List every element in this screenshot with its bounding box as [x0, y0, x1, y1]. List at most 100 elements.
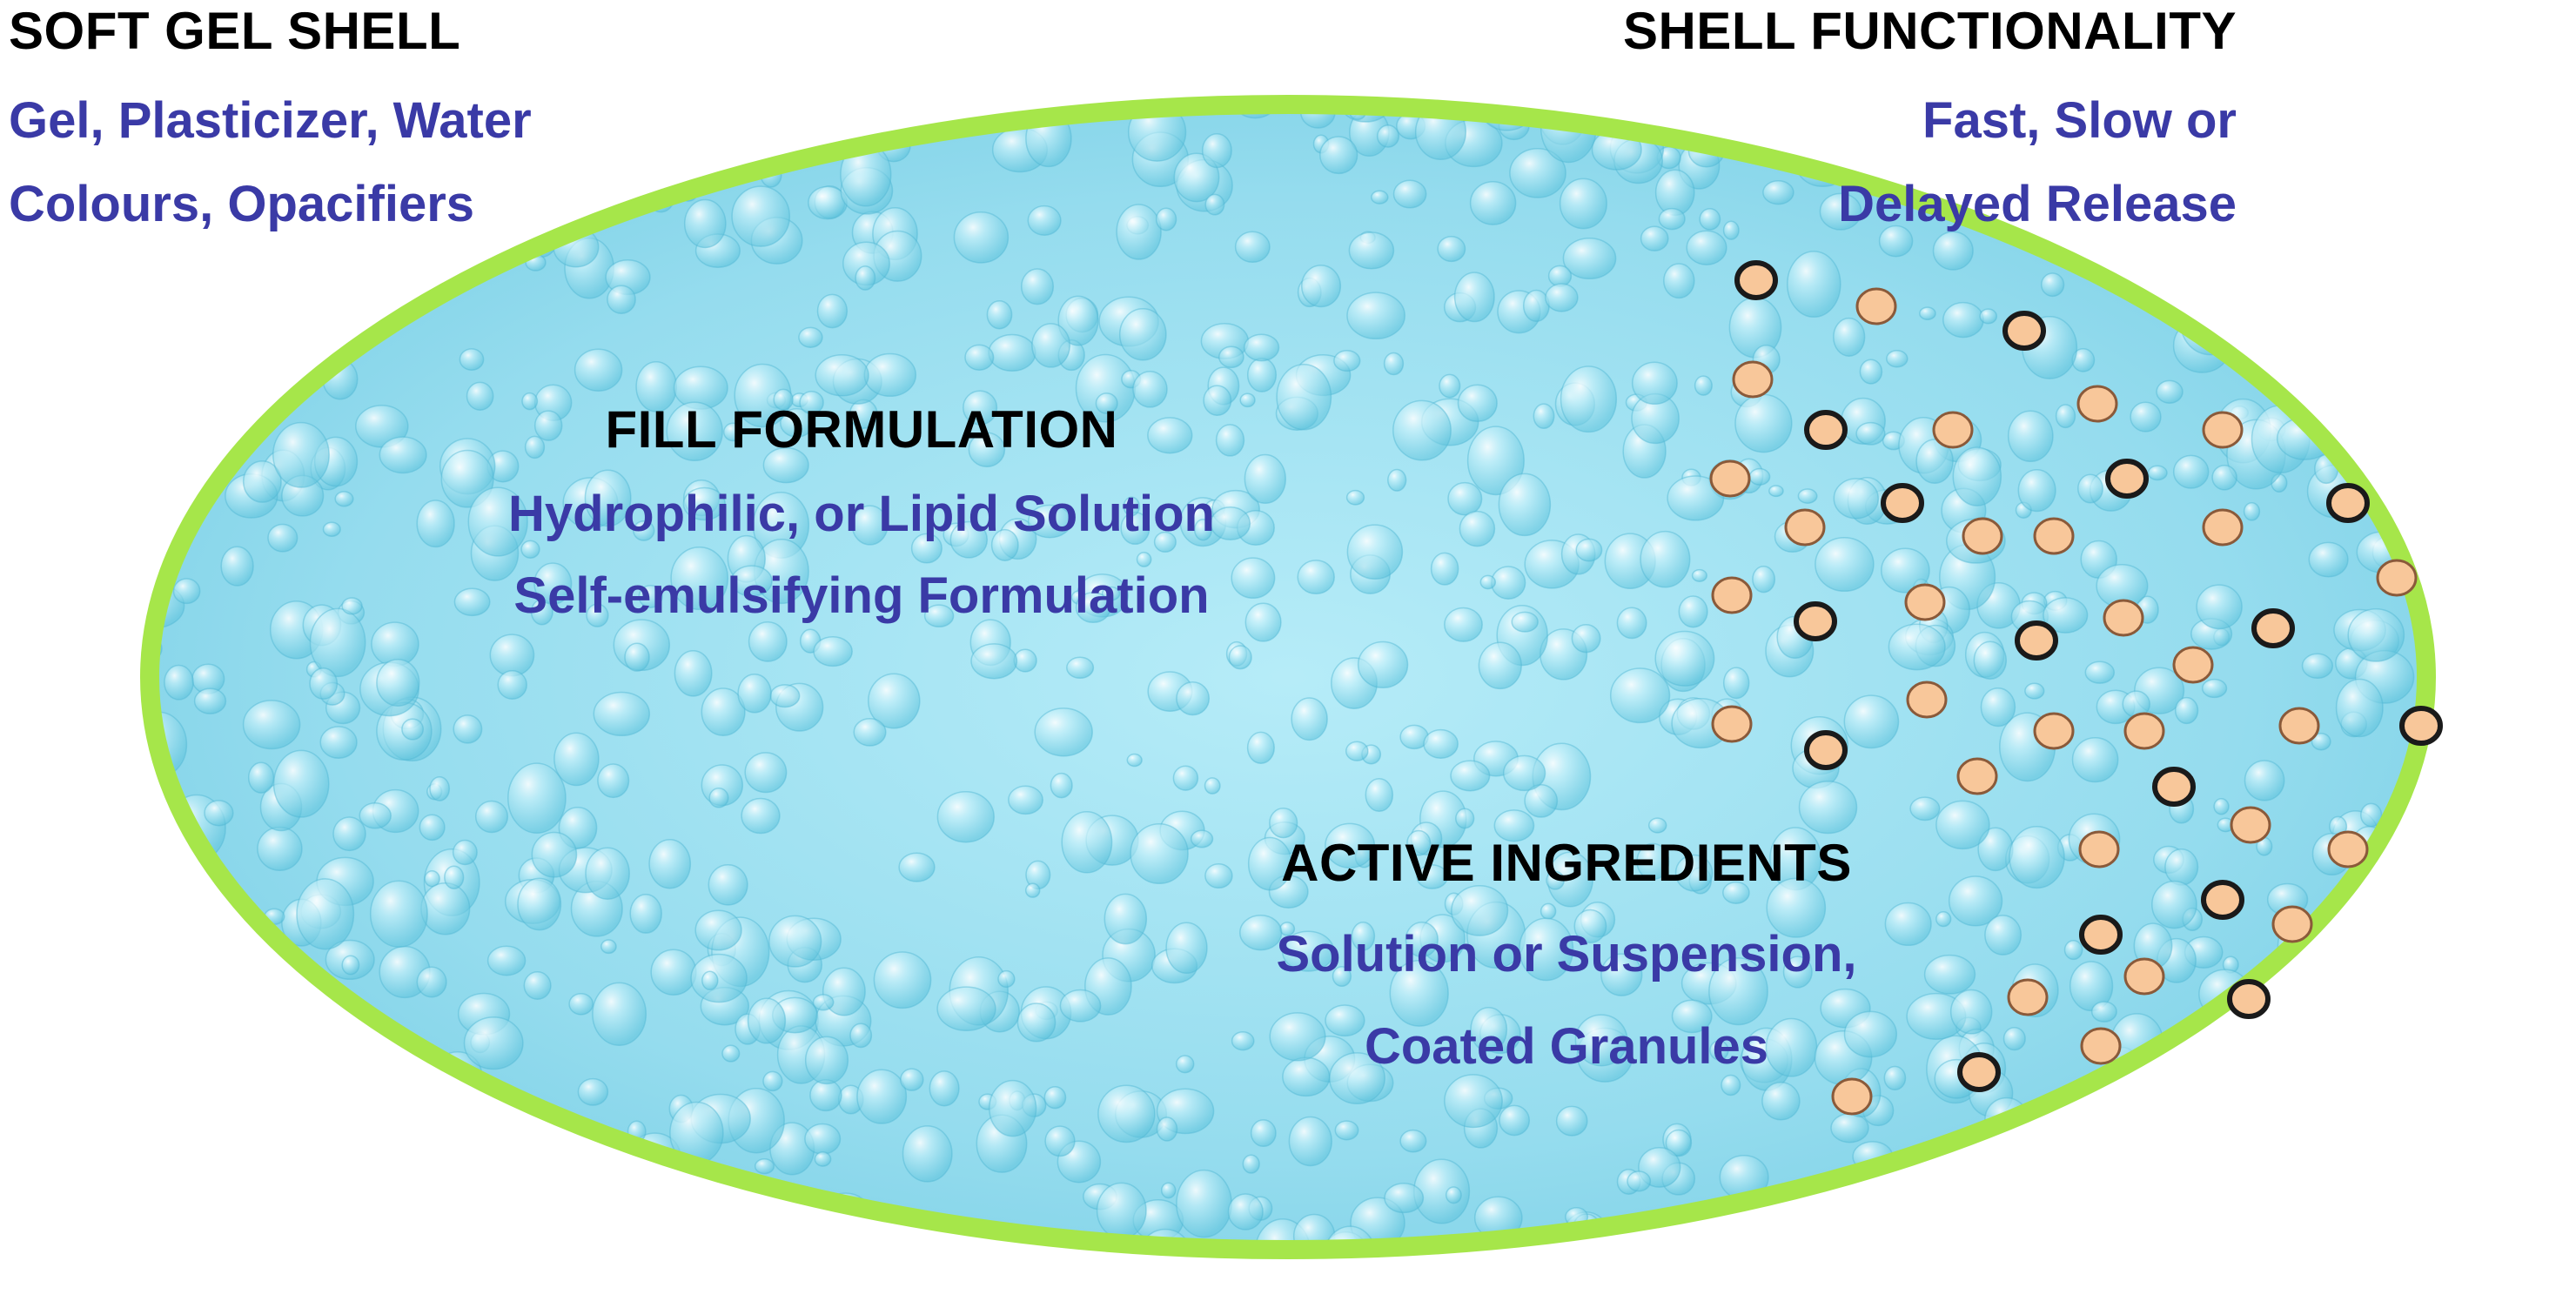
water-droplet — [175, 398, 204, 432]
water-droplet — [1980, 687, 2016, 728]
water-droplet — [910, 533, 943, 564]
water-droplet — [2383, 1200, 2426, 1244]
water-droplet — [701, 970, 719, 991]
water-droplet — [855, 265, 876, 291]
water-droplet — [359, 802, 392, 829]
water-droplet — [242, 700, 301, 750]
water-droplet — [1384, 1183, 1425, 1214]
water-droplet — [533, 410, 563, 441]
water-droplet — [150, 521, 170, 549]
water-droplet — [1392, 179, 1427, 209]
water-droplet — [2311, 732, 2331, 751]
water-droplet — [1545, 283, 1579, 312]
water-droplet — [2196, 584, 2243, 630]
water-droplet — [2224, 1017, 2269, 1051]
water-droplet — [1175, 1055, 1195, 1074]
water-droplet — [1325, 1004, 1365, 1037]
water-droplet — [2260, 1068, 2309, 1107]
water-droplet — [1096, 1182, 1147, 1239]
water-droplet — [849, 1023, 873, 1049]
shell-functionality-line-1: Fast, Slow or — [1922, 92, 2237, 149]
water-droplet — [170, 1073, 225, 1127]
water-droplet — [2071, 736, 2119, 783]
water-droplet — [1457, 384, 1498, 423]
water-droplet — [1334, 1120, 1359, 1141]
water-droplet — [225, 1008, 248, 1025]
water-droplet — [1935, 910, 1952, 928]
water-droplet — [341, 597, 363, 615]
granule — [2103, 599, 2144, 637]
water-droplet — [1269, 1012, 1326, 1062]
water-droplet — [1732, 1222, 1753, 1247]
water-droplet — [1762, 1226, 1814, 1250]
water-droplet — [1973, 640, 2008, 681]
water-droplet — [1288, 1116, 1332, 1167]
water-droplet — [1193, 519, 1213, 541]
water-droplet — [754, 1158, 775, 1175]
water-droplet — [1439, 373, 1461, 399]
water-droplet — [1155, 207, 1177, 231]
water-droplet — [568, 992, 594, 1016]
water-droplet — [2281, 996, 2300, 1016]
water-droplet — [597, 763, 630, 799]
water-droplet — [1059, 989, 1102, 1023]
water-droplet — [1708, 957, 1768, 1026]
active-ingredients-line-2: Coated Granules — [1364, 1018, 1769, 1075]
water-droplet — [1855, 421, 1886, 446]
water-droplet — [1165, 922, 1208, 975]
water-droplet — [1935, 800, 1990, 850]
water-droplet — [489, 1193, 522, 1232]
water-droplet — [2314, 1170, 2360, 1213]
water-droplet — [1156, 1117, 1178, 1142]
water-droplet — [2365, 339, 2408, 375]
water-droplet — [208, 1156, 228, 1173]
fill-formulation-line-2: Self-emulsifying Formulation — [513, 567, 1210, 624]
water-droplet — [670, 547, 729, 611]
water-droplet — [1709, 1040, 1729, 1061]
water-droplet — [1389, 959, 1449, 1027]
granule — [2271, 905, 2313, 943]
water-droplet — [694, 909, 742, 951]
water-droplet — [1453, 272, 1495, 323]
soft-gel-shell-label: SOFT GEL SHELL Gel, Plasticizer, Water C… — [9, 5, 532, 263]
water-droplet — [812, 994, 835, 1011]
water-droplet — [851, 505, 889, 546]
water-droplet — [319, 726, 358, 760]
water-droplet — [369, 880, 428, 948]
water-droplet — [638, 585, 663, 608]
water-droplet — [585, 847, 630, 900]
water-droplet — [1176, 1169, 1232, 1238]
water-droplet — [1172, 765, 1199, 791]
water-droplet — [1332, 965, 1352, 988]
water-droplet — [2090, 1001, 2117, 1023]
water-droplet — [355, 405, 409, 448]
water-droplet — [600, 1180, 641, 1217]
water-droplet — [545, 1235, 585, 1250]
water-droplet — [1097, 1084, 1156, 1143]
fill-formulation-label: FILL FORMULATION Hydrophilic, or Lipid S… — [457, 404, 1266, 653]
water-droplet — [1455, 808, 1475, 829]
granule — [2227, 979, 2271, 1019]
water-droplet — [521, 392, 539, 411]
water-droplet — [265, 1113, 282, 1129]
water-droplet — [507, 762, 567, 835]
water-droplet — [624, 1220, 681, 1250]
water-droplet — [1050, 772, 1073, 799]
water-droplet — [762, 446, 809, 484]
granule — [2399, 706, 2443, 746]
water-droplet — [1231, 557, 1276, 600]
water-droplet — [220, 546, 254, 587]
water-droplet — [650, 949, 697, 996]
water-droplet — [2056, 1224, 2083, 1250]
water-droplet — [1423, 728, 1459, 759]
water-droplet — [1833, 478, 1880, 520]
water-droplet — [474, 800, 509, 834]
water-droplet — [1437, 236, 1466, 263]
granule — [1962, 517, 2003, 555]
water-droplet — [1027, 504, 1072, 539]
water-droplet — [523, 971, 552, 1000]
water-droplet — [1430, 552, 1459, 586]
water-droplet — [815, 354, 869, 397]
water-droplet — [2122, 1127, 2143, 1150]
water-droplet — [554, 129, 582, 160]
